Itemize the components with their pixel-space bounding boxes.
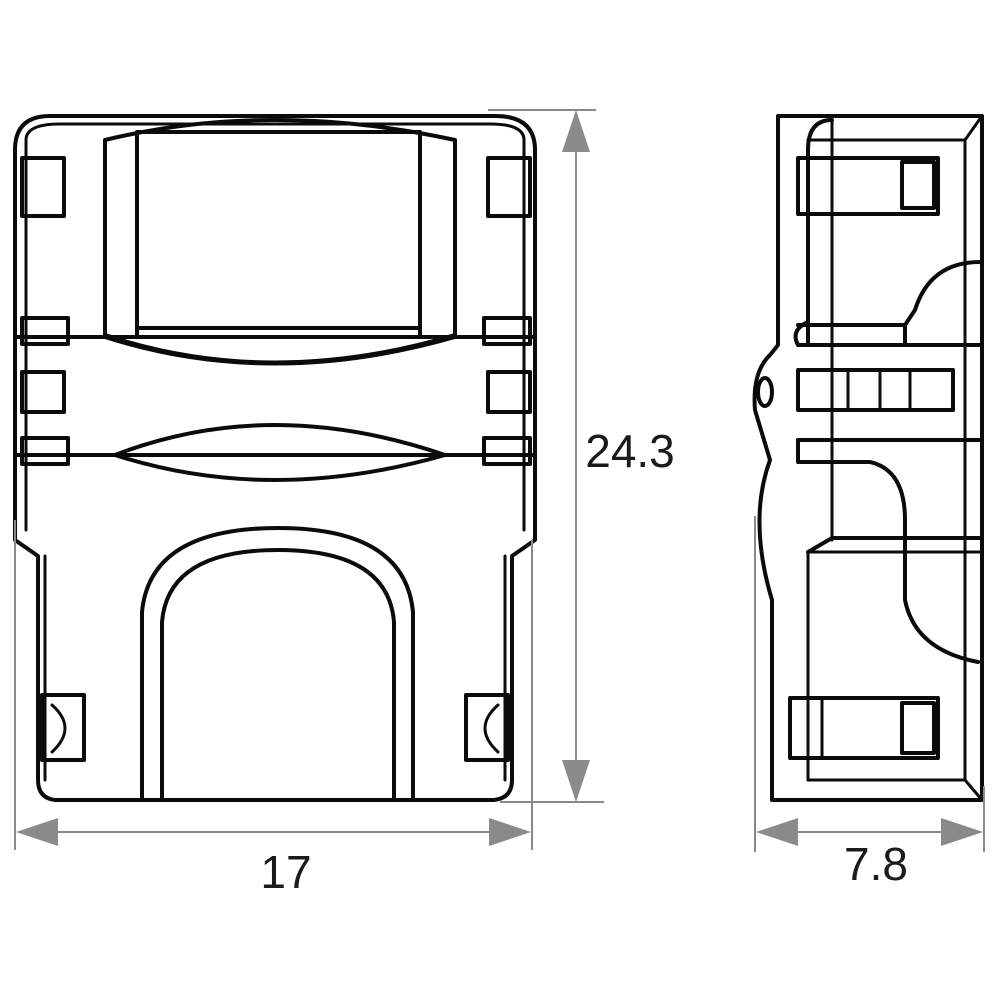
clip-tab-left-3 <box>20 370 66 414</box>
side-nub-hook <box>793 320 810 347</box>
arch-inner <box>160 548 396 800</box>
width-arrow-right <box>489 818 531 846</box>
upper-slot-window <box>135 130 422 339</box>
side-clip-middle <box>796 368 955 412</box>
side-clip-bottom-window <box>900 701 936 755</box>
side-step <box>806 536 982 554</box>
lower-cable-lens <box>113 423 447 482</box>
height-label: 24.3 <box>585 425 675 477</box>
clip-tab-left-4 <box>20 436 70 466</box>
width-label: 17 <box>260 846 311 898</box>
depth-arrow-right <box>941 818 983 846</box>
clip-tab-right-3 <box>486 370 532 414</box>
width-arrow-left <box>16 818 58 846</box>
height-arrow-bottom <box>562 760 590 802</box>
side-clip-top <box>796 156 940 216</box>
side-clip-bottom <box>788 696 940 760</box>
arch-outer <box>140 526 415 800</box>
depth-arrow-left <box>756 818 798 846</box>
side-bevel-top <box>963 114 984 142</box>
front-body-outline <box>13 114 537 802</box>
clip-tab-right-2 <box>482 316 532 346</box>
latch-right-curve <box>483 703 500 754</box>
clip-tab-right-1 <box>486 156 532 218</box>
side-inner-post <box>806 118 834 347</box>
latch-right <box>464 693 510 762</box>
side-bevel-bottom <box>963 778 984 802</box>
clip-tab-left-2 <box>20 316 70 346</box>
side-cable-path <box>796 438 980 664</box>
side-bump <box>903 260 982 327</box>
latch-left-curve <box>50 703 67 754</box>
upper-slot-lens <box>103 335 457 366</box>
dimension-height: 24.3 <box>488 109 675 803</box>
clip-tab-right-4 <box>482 436 532 466</box>
front-top-inner-edge <box>24 122 526 142</box>
depth-label: 7.8 <box>844 838 908 890</box>
side-lock-dimple <box>756 376 774 408</box>
height-arrow-top <box>562 110 590 152</box>
side-body-outline <box>752 114 984 802</box>
dimension-depth: 7.8 <box>754 516 985 890</box>
latch-left <box>40 693 86 762</box>
side-nub-upper <box>796 323 907 347</box>
side-clip-top-window <box>900 160 936 210</box>
dimension-width: 17 <box>14 520 533 898</box>
side-view <box>752 114 984 802</box>
front-view <box>13 114 537 802</box>
clip-tab-left-1 <box>20 156 66 218</box>
